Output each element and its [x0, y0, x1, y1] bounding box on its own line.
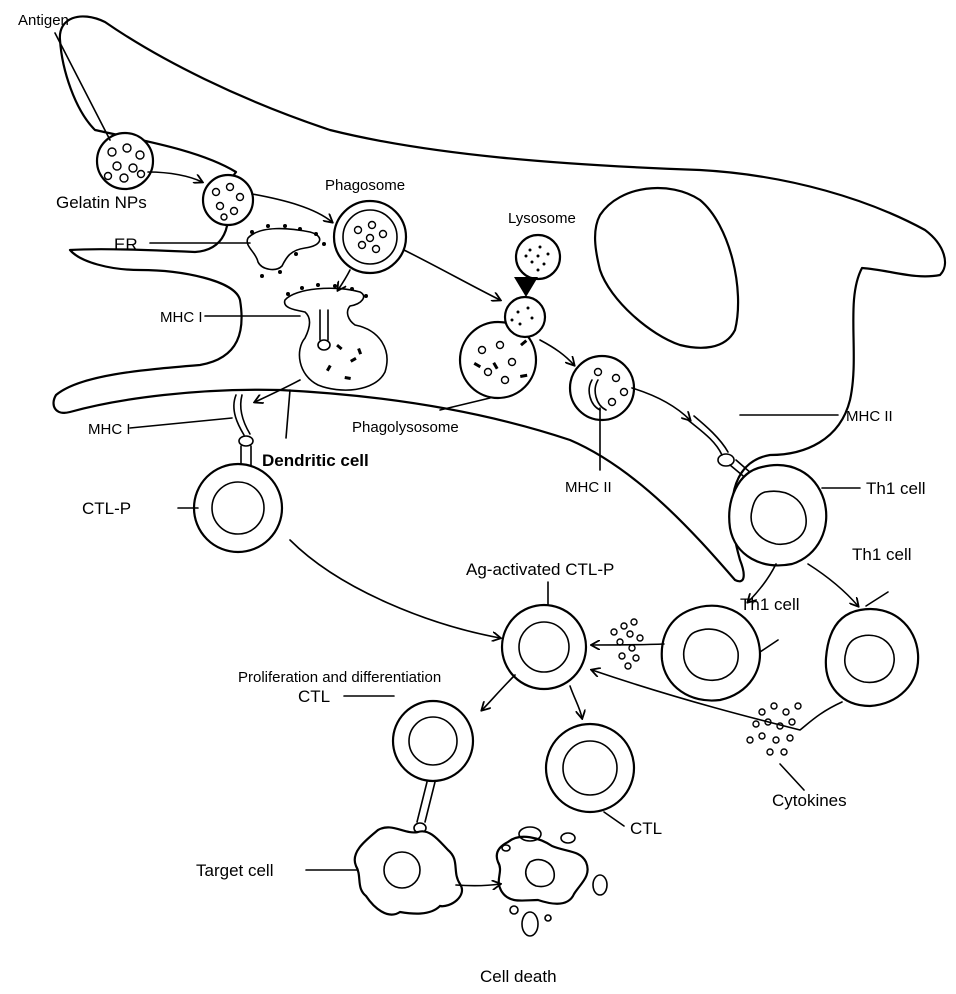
- label-proliferation: Proliferation and differentiation: [238, 669, 441, 686]
- lysosome-fusion-arrow: [514, 277, 538, 297]
- label-mhc1-upper: MHC I: [160, 309, 203, 326]
- label-phagosome: Phagosome: [325, 177, 405, 194]
- label-gelatin-nps: Gelatin NPs: [56, 193, 147, 212]
- er-ribosomes: [250, 224, 326, 278]
- label-ag-activated-ctl-p: Ag-activated CTL-P: [466, 560, 614, 579]
- label-target-cell: Target cell: [196, 861, 273, 880]
- phagolysosome: [460, 297, 545, 398]
- label-antigen: Antigen: [18, 12, 69, 29]
- label-th1-cell-main: Th1 cell: [866, 479, 926, 498]
- endoplasmic-reticulum: [247, 229, 319, 270]
- ctl-target-synapse: [414, 782, 435, 833]
- ctl-right: [546, 724, 634, 812]
- label-lysosome: Lysosome: [508, 210, 576, 227]
- label-cell-death: Cell death: [480, 967, 557, 986]
- ctl-left: [393, 701, 473, 781]
- label-er: ER: [114, 235, 138, 254]
- label-cytokines: Cytokines: [772, 791, 847, 810]
- gelatin-np-outside: [97, 133, 153, 189]
- nucleus: [595, 188, 738, 348]
- label-mhc1-lower: MHC I: [88, 421, 131, 438]
- endocytosed-np: [203, 175, 253, 225]
- dying-cell: [497, 827, 607, 936]
- target-cell: [355, 827, 462, 914]
- ctl-p-cell: [194, 464, 282, 552]
- th1-cell-right: [826, 609, 918, 706]
- mhc1-tcr-complex: [234, 395, 253, 465]
- phagosome: [334, 201, 406, 273]
- lysosome: [516, 235, 560, 279]
- mhc1-loading-compartment: [285, 283, 387, 390]
- label-mhc2-bottom: MHC II: [565, 479, 612, 496]
- mhc2-vesicle: [570, 356, 634, 420]
- label-ctl-right: CTL: [630, 819, 662, 838]
- label-mhc2-right: MHC II: [846, 408, 893, 425]
- label-ctl-p: CTL-P: [82, 499, 131, 518]
- label-ctl-left: CTL: [298, 687, 330, 706]
- label-dendritic-cell: Dendritic cell: [262, 451, 369, 470]
- label-th1-cell-mid: Th1 cell: [740, 595, 800, 614]
- th1-cell-mid: [662, 606, 760, 701]
- label-th1-cell-right: Th1 cell: [852, 545, 912, 564]
- th1-cell-main: [729, 465, 826, 565]
- label-phagolysosome: Phagolysosome: [352, 419, 459, 436]
